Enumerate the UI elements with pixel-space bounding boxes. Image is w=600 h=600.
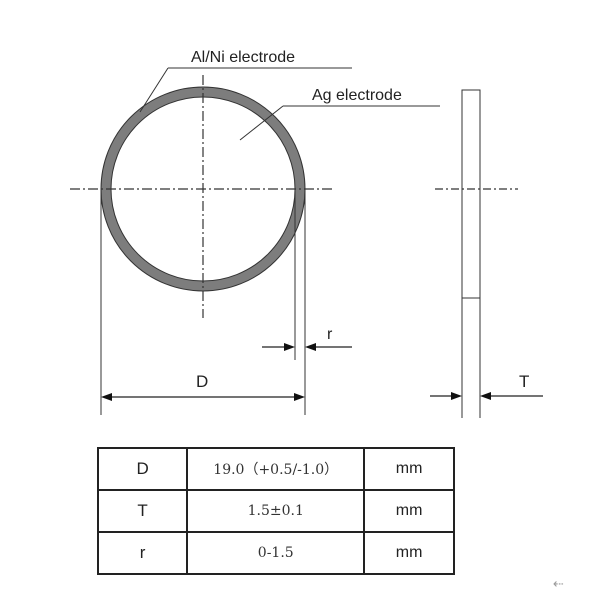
dimension-D-label: D — [196, 372, 208, 391]
table-row: r 0-1.5 mm — [96, 531, 455, 575]
dimension-T-label: T — [519, 372, 529, 391]
value-cell: 1.5±0.1 — [186, 489, 366, 533]
table-row: D 19.0（+0.5/-1.0） mm — [96, 447, 455, 491]
value-cell: 19.0（+0.5/-1.0） — [186, 447, 366, 491]
dimension-r-label: r — [327, 326, 333, 343]
ag-electrode-label: Ag electrode — [312, 87, 402, 104]
unit-cell: mm — [363, 489, 455, 533]
unit-cell: mm — [363, 531, 455, 575]
side-view — [435, 89, 518, 418]
return-arrow-icon: ⇠ — [553, 577, 564, 592]
front-view — [70, 75, 333, 318]
symbol-cell: r — [96, 531, 189, 575]
spec-table: D 19.0（+0.5/-1.0） mm T 1.5±0.1 mm r 0-1.… — [96, 447, 455, 575]
symbol-cell: T — [96, 489, 189, 533]
unit-cell: mm — [363, 447, 455, 491]
value-cell: 0-1.5 — [186, 531, 366, 575]
symbol-cell: D — [96, 447, 189, 491]
al-ni-electrode-label: Al/Ni electrode — [191, 49, 295, 66]
table-row: T 1.5±0.1 mm — [96, 489, 455, 533]
